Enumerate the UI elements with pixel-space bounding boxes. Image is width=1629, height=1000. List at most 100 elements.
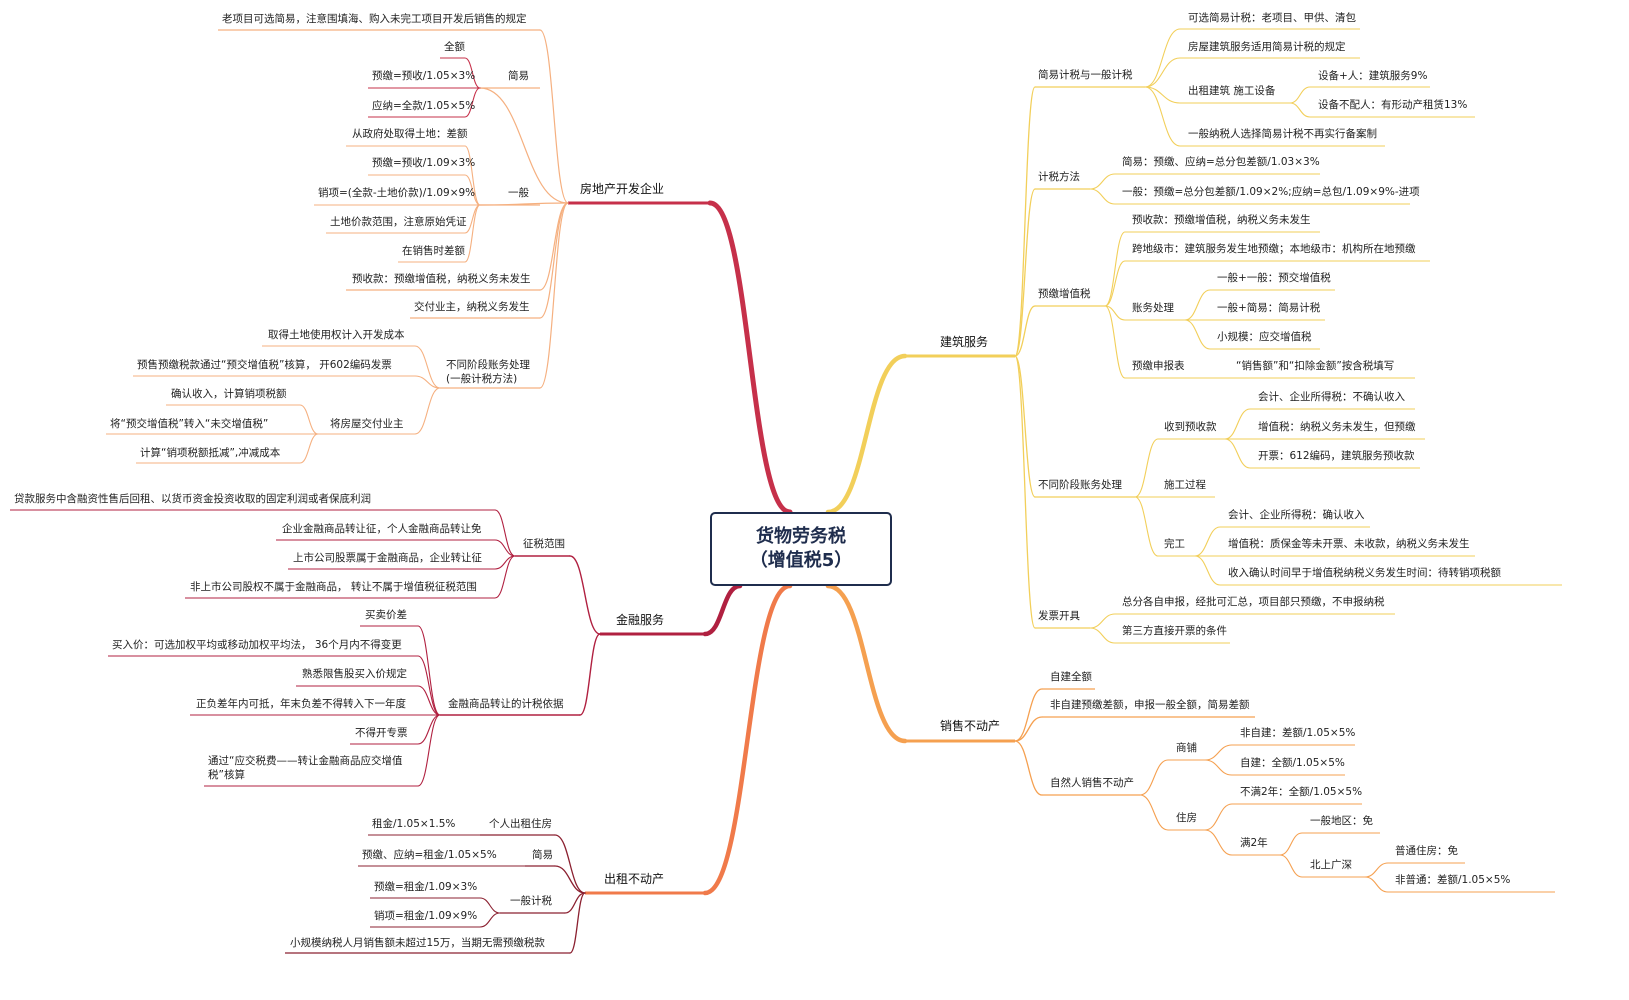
- node-fin-basis-no-special[interactable]: 不得开专票: [355, 727, 408, 739]
- node-con-stages[interactable]: 不同阶段账务处理: [1038, 479, 1122, 491]
- node-rent-general-output[interactable]: 销项=租金/1.09×9%: [374, 910, 478, 922]
- branch-real-estate[interactable]: 房地产开发企业: [580, 182, 665, 196]
- node-sale-house-tier1[interactable]: 北上广深: [1310, 859, 1352, 871]
- node-con-invoice-third-party[interactable]: 第三方直接开票的条件: [1122, 625, 1227, 637]
- node-con-equipment-staff[interactable]: 设备+人：建筑服务9%: [1318, 70, 1428, 82]
- node-re-simple-payable[interactable]: 应纳=全款/1.05×5%: [372, 100, 476, 112]
- node-con-stage-complete-pending[interactable]: 收入确认时间早于增值税纳税义务发生时间：待转销项税额: [1228, 567, 1501, 579]
- node-con-method-general[interactable]: 一般：预缴=总分包差额/1.09×2%;应纳=总包/1.09×9%-进项: [1122, 186, 1420, 198]
- node-re-hand-income[interactable]: 确认收入，计算销项税额: [171, 388, 287, 400]
- node-rent-general[interactable]: 一般计税: [510, 895, 552, 907]
- node-fin-basis-account[interactable]: 通过“应交税费——转让金融商品应交增值税”核算: [208, 755, 403, 781]
- node-fin-basis[interactable]: 金融商品转让的计税依据: [448, 698, 564, 710]
- node-sale-house-over2[interactable]: 满2年: [1240, 837, 1268, 849]
- node-con-stage-advance[interactable]: 收到预收款: [1164, 421, 1217, 433]
- connector-line: [1144, 57, 1181, 88]
- node-re-hand-transfer[interactable]: 将“预交增值税”转入“未交增值税”: [110, 418, 269, 430]
- branch-construction[interactable]: 建筑服务: [940, 335, 989, 349]
- node-con-method-choice[interactable]: 简易计税与一般计税: [1038, 69, 1133, 81]
- node-re-general-land-range[interactable]: 土地价款范围，注意原始凭证: [330, 216, 467, 228]
- node-sale-individual[interactable]: 自然人销售不动产: [1050, 777, 1134, 789]
- node-con-prepay-acc-small[interactable]: 小规模：应交增值税: [1217, 331, 1312, 343]
- node-con-prepay-acc-gg[interactable]: 一般+一般：预交增值税: [1217, 272, 1331, 284]
- node-re-acc-land[interactable]: 取得土地使用权计入开发成本: [268, 329, 405, 341]
- node-con-prepay-form-fill[interactable]: “销售额”和“扣除金额”按含税填写: [1236, 360, 1395, 372]
- node-rent-general-prepay[interactable]: 预缴=租金/1.09×3%: [374, 881, 478, 893]
- node-re-simple-prepay[interactable]: 预缴=预收/1.05×3%: [372, 70, 476, 82]
- node-re-general[interactable]: 一般: [508, 187, 529, 199]
- root-node[interactable]: 货物劳务税 （增值税5）: [710, 512, 892, 586]
- node-con-stage-advance-acc[interactable]: 会计、企业所得税：不确认收入: [1258, 391, 1405, 403]
- node-con-prepay-location[interactable]: 跨地级市：建筑服务发生地预缴；本地级市：机构所在地预缴: [1132, 243, 1416, 255]
- node-sale-house-general-area[interactable]: 一般地区：免: [1310, 815, 1373, 827]
- node-re-advance[interactable]: 预收款：预缴增值税，纳税义务未发生: [352, 273, 531, 285]
- node-re-old-project[interactable]: 老项目可选简易，注意围填海、购入未完工项目开发后销售的规定: [222, 13, 527, 25]
- node-con-prepay-acc-gs[interactable]: 一般+简易：简易计税: [1217, 302, 1321, 314]
- node-con-no-filing[interactable]: 一般纳税人选择简易计税不再实行备案制: [1188, 128, 1377, 140]
- node-fin-basis-price[interactable]: 买入价：可选加权平均或移动加权平均法， 36个月内不得变更: [112, 639, 402, 651]
- node-rent-personal[interactable]: 个人出租住房: [489, 818, 552, 830]
- node-re-general-output[interactable]: 销项=(全款-土地价款)/1.09×9%: [318, 187, 476, 199]
- node-con-stage-complete[interactable]: 完工: [1164, 538, 1185, 550]
- branch-finance[interactable]: 金融服务: [616, 613, 665, 627]
- node-con-method[interactable]: 计税方法: [1038, 171, 1080, 183]
- node-re-general-diff[interactable]: 在销售时差额: [402, 245, 465, 257]
- node-con-prepay-form[interactable]: 预缴申报表: [1132, 360, 1185, 372]
- node-sale-self-built[interactable]: 自建全额: [1050, 671, 1092, 683]
- node-sale-house-under2[interactable]: 不满2年：全额/1.05×5%: [1240, 786, 1363, 798]
- connector-line: [569, 555, 601, 635]
- node-con-stage-advance-vat[interactable]: 增值税：纳税义务未发生，但预缴: [1258, 421, 1416, 433]
- node-con-equipment-only[interactable]: 设备不配人：有形动产租赁13%: [1318, 99, 1468, 111]
- node-re-simple-full[interactable]: 全额: [444, 41, 465, 53]
- connector-line: [417, 714, 441, 745]
- node-rent-simple-rate[interactable]: 预缴、应纳=租金/1.05×5%: [362, 849, 497, 861]
- node-con-equipment[interactable]: 出租建筑 施工设备: [1188, 85, 1276, 97]
- node-fin-scope-listed[interactable]: 上市公司股票属于金融商品，企业转让征: [293, 552, 482, 564]
- node-con-stage-complete-acc[interactable]: 会计、企业所得税：确认收入: [1228, 509, 1365, 521]
- node-sale-house[interactable]: 住房: [1176, 812, 1197, 824]
- node-rent-simple[interactable]: 简易: [532, 849, 553, 861]
- node-re-simple[interactable]: 简易: [508, 70, 529, 82]
- node-fin-basis-restricted[interactable]: 熟悉限售股买入价规定: [302, 668, 407, 680]
- node-sale-non-self-built[interactable]: 非自建预缴差额，申报一般全额，简易差额: [1050, 699, 1250, 711]
- connector-line: [1184, 289, 1211, 321]
- node-re-general-land[interactable]: 从政府处取得土地：差额: [352, 128, 468, 140]
- node-con-prepay[interactable]: 预缴增值税: [1038, 288, 1091, 300]
- node-rent-small-scale[interactable]: 小规模纳税人月销售额未超过15万，当期无需预缴税款: [290, 937, 545, 949]
- node-con-invoice[interactable]: 发票开具: [1038, 610, 1080, 622]
- node-re-hand-over[interactable]: 将房屋交付业主: [330, 418, 404, 430]
- node-fin-scope-loan[interactable]: 贷款服务中含融资性售后回租、以货币资金投资收取的固定利润或者保底利润: [14, 493, 371, 505]
- node-fin-scope-unlisted[interactable]: 非上市公司股权不属于金融商品， 转让不属于增值税征税范围: [190, 581, 477, 593]
- connector-line: [1139, 759, 1169, 796]
- node-sale-house-ordinary[interactable]: 普通住房：免: [1395, 845, 1458, 857]
- node-re-general-prepay[interactable]: 预缴=预收/1.09×3%: [372, 157, 476, 169]
- node-sale-shop[interactable]: 商铺: [1176, 742, 1197, 754]
- node-sale-shop-non-self[interactable]: 非自建：差额/1.05×5%: [1240, 727, 1356, 739]
- node-con-stage-construction[interactable]: 施工过程: [1164, 479, 1206, 491]
- node-con-stage-advance-invoice[interactable]: 开票：612编码，建筑服务预收款: [1258, 450, 1415, 462]
- branch-rental[interactable]: 出租不动产: [604, 872, 665, 886]
- node-rent-personal-rate[interactable]: 租金/1.05×1.5%: [372, 818, 456, 830]
- node-con-housing-rule[interactable]: 房屋建筑服务适用简易计税的规定: [1188, 41, 1346, 53]
- connector-line: [1204, 803, 1233, 831]
- node-con-method-simple[interactable]: 简易：预缴、应纳=总分包差额/1.03×3%: [1122, 156, 1320, 168]
- connector-line: [464, 204, 481, 234]
- node-con-prepay-advance[interactable]: 预收款：预缴增值税，纳税义务未发生: [1132, 214, 1311, 226]
- branch-property-sale[interactable]: 销售不动产: [940, 719, 1001, 733]
- node-re-delivery[interactable]: 交付业主，纳税义务发生: [414, 301, 530, 313]
- node-re-hand-offset[interactable]: 计算“销项税额抵减”,冲减成本: [140, 447, 281, 459]
- node-con-stage-complete-vat[interactable]: 增值税：质保金等未开票、未收款，纳税义务未发生: [1228, 538, 1470, 550]
- node-re-accounting[interactable]: 不同阶段账务处理 (一般计税方法): [446, 359, 530, 385]
- connector-line: [1224, 408, 1251, 440]
- node-sale-shop-self[interactable]: 自建：全额/1.05×5%: [1240, 757, 1345, 769]
- node-con-invoice-filing[interactable]: 总分各自申报，经批可汇总，项目部只预缴，不申报纳税: [1122, 596, 1385, 608]
- node-fin-scope-transfer[interactable]: 企业金融商品转让征，个人金融商品转让免: [282, 523, 482, 535]
- node-con-simple-option[interactable]: 可选简易计税：老项目、甲供、清包: [1188, 12, 1356, 24]
- node-con-prepay-accounting[interactable]: 账务处理: [1132, 302, 1174, 314]
- node-fin-basis-offset[interactable]: 正负差年内可抵，年末负差不得转入下一年度: [196, 698, 406, 710]
- node-fin-scope[interactable]: 征税范围: [523, 538, 565, 550]
- node-sale-house-non-ordinary[interactable]: 非普通：差额/1.05×5%: [1395, 874, 1511, 886]
- connector-line: [554, 834, 586, 894]
- node-fin-basis-spread[interactable]: 买卖价差: [365, 609, 407, 621]
- node-re-acc-presale[interactable]: 预售预缴税款通过“预交增值税”核算， 开602编码发票: [137, 359, 392, 371]
